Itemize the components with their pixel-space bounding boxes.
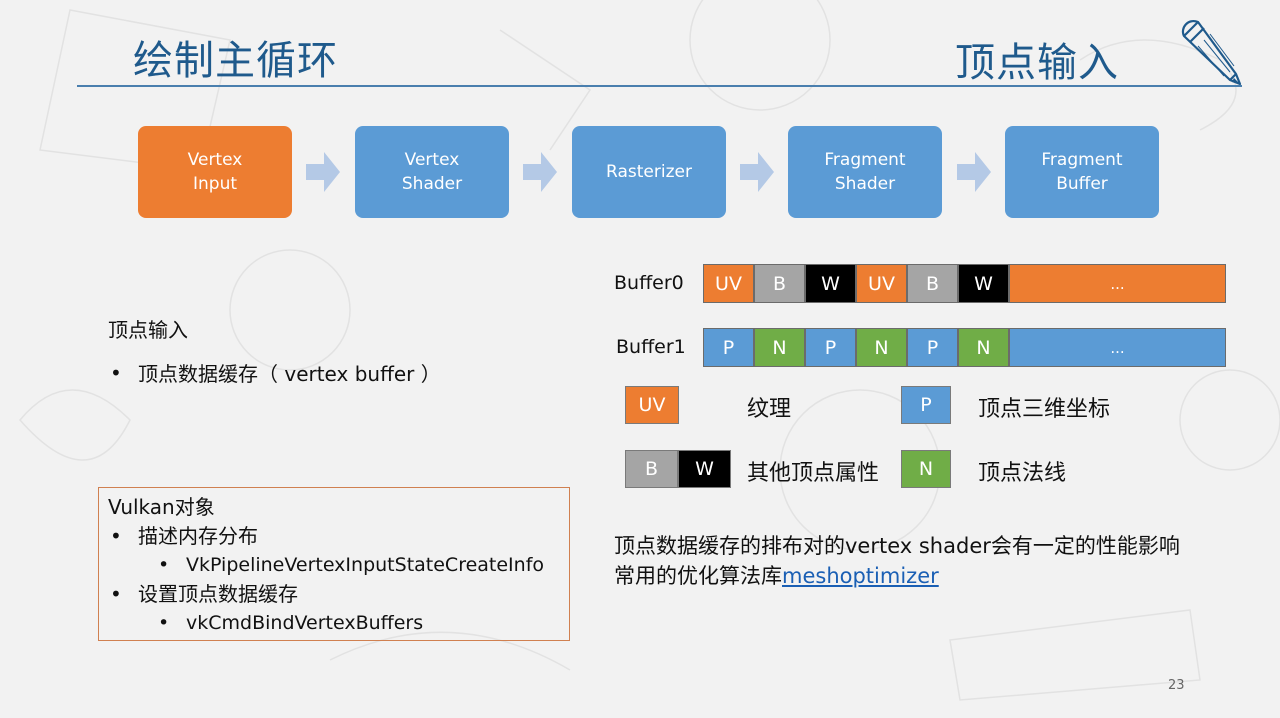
vulkan-item-1-sub: • VkPipelineVertexInputStateCreateInfo	[158, 551, 544, 579]
buffer-cell-continuation: ...	[1009, 264, 1226, 303]
buffer-cell: N	[754, 328, 805, 367]
buffer-cell: W	[958, 264, 1009, 303]
buffer0-label: Buffer0	[614, 272, 684, 294]
bullet-text: 顶点数据缓存（ vertex buffer ）	[138, 362, 441, 386]
vulkan-item-1: • 描述内存分布	[110, 522, 258, 550]
performance-note: 顶点数据缓存的排布对的vertex shader会有一定的性能影响	[614, 534, 1180, 558]
stage-rasterizer: Rasterizer	[572, 126, 726, 218]
vulkan-box-title: Vulkan对象	[108, 495, 215, 519]
vulkan-item-2-sub: • vkCmdBindVertexBuffers	[158, 609, 423, 637]
buffer-cell: P	[703, 328, 754, 367]
vertex-buffer-bullet: • 顶点数据缓存（ vertex buffer ）	[110, 358, 441, 387]
legend-swatch-b: B	[625, 450, 678, 488]
legend-label-n: 顶点法线	[978, 461, 1067, 486]
legend-label-p: 顶点三维坐标	[978, 397, 1111, 422]
buffer-cell: UV	[703, 264, 754, 303]
legend-swatch-w: W	[678, 450, 731, 488]
vulkan-item-2-sub-text: vkCmdBindVertexBuffers	[186, 612, 424, 634]
meshoptimizer-link[interactable]: meshoptimizer	[782, 564, 939, 588]
stage-fragment-shader: Fragment Shader	[788, 126, 942, 218]
right-arrow-icon	[523, 152, 557, 192]
right-arrow-icon	[740, 152, 774, 192]
right-arrow-icon	[306, 152, 340, 192]
buffer1-label: Buffer1	[616, 336, 686, 358]
page-number: 23	[1168, 678, 1185, 693]
bullet-icon: •	[158, 554, 170, 576]
bullet-icon: •	[110, 360, 122, 385]
vulkan-item-2: • 设置顶点数据缓存	[110, 580, 298, 608]
library-note: 常用的优化算法库meshoptimizer	[614, 560, 939, 590]
stage-vertex-input: Vertex Input	[138, 126, 292, 218]
buffer-cell: B	[754, 264, 805, 303]
pencil-icon	[1181, 20, 1242, 86]
legend-swatch-n: N	[901, 450, 951, 488]
slide-title: 绘制主循环	[133, 38, 338, 84]
bullet-icon: •	[110, 524, 122, 548]
title-divider	[77, 85, 1242, 87]
legend-swatch-uv: UV	[625, 386, 679, 424]
stage-fragment-buffer: Fragment Buffer	[1005, 126, 1159, 218]
buffer-cell: P	[805, 328, 856, 367]
vulkan-objects-box	[98, 487, 570, 641]
buffer-cell: N	[856, 328, 907, 367]
buffer-cell: P	[907, 328, 958, 367]
library-note-prefix: 常用的优化算法库	[614, 564, 782, 588]
bullet-icon: •	[158, 612, 170, 634]
buffer-cell-continuation: ...	[1009, 328, 1226, 367]
legend-label-uv: 纹理	[747, 397, 792, 422]
buffer-cell: W	[805, 264, 856, 303]
right-arrow-icon	[957, 152, 991, 192]
vulkan-item-2-label: 设置顶点数据缓存	[138, 582, 298, 606]
buffer-cell: B	[907, 264, 958, 303]
bullet-icon: •	[110, 582, 122, 606]
legend-swatch-p: P	[901, 386, 951, 424]
stage-vertex-shader: Vertex Shader	[355, 126, 509, 218]
vulkan-item-1-sub-text: VkPipelineVertexInputStateCreateInfo	[186, 554, 545, 576]
legend-label-bw: 其他顶点属性	[747, 461, 880, 486]
buffer-cell: N	[958, 328, 1009, 367]
vertex-input-heading: 顶点输入	[108, 318, 188, 342]
buffer-cell: UV	[856, 264, 907, 303]
section-title: 顶点输入	[955, 40, 1119, 86]
vulkan-item-1-label: 描述内存分布	[138, 524, 258, 548]
